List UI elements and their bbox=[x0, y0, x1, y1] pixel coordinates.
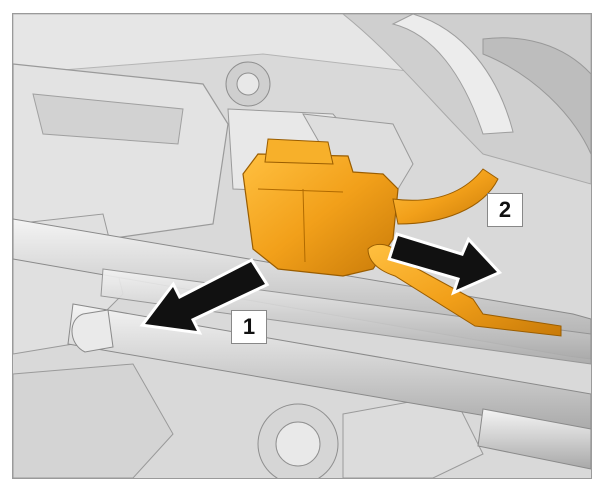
engine-bay-drawing bbox=[13, 14, 591, 478]
callout-1-label: 1 bbox=[242, 314, 256, 339]
callout-2: 2 bbox=[487, 193, 523, 227]
callout-1: 1 bbox=[231, 310, 267, 344]
callout-2-label: 2 bbox=[498, 197, 512, 222]
technical-illustration: 1 2 bbox=[12, 13, 592, 479]
